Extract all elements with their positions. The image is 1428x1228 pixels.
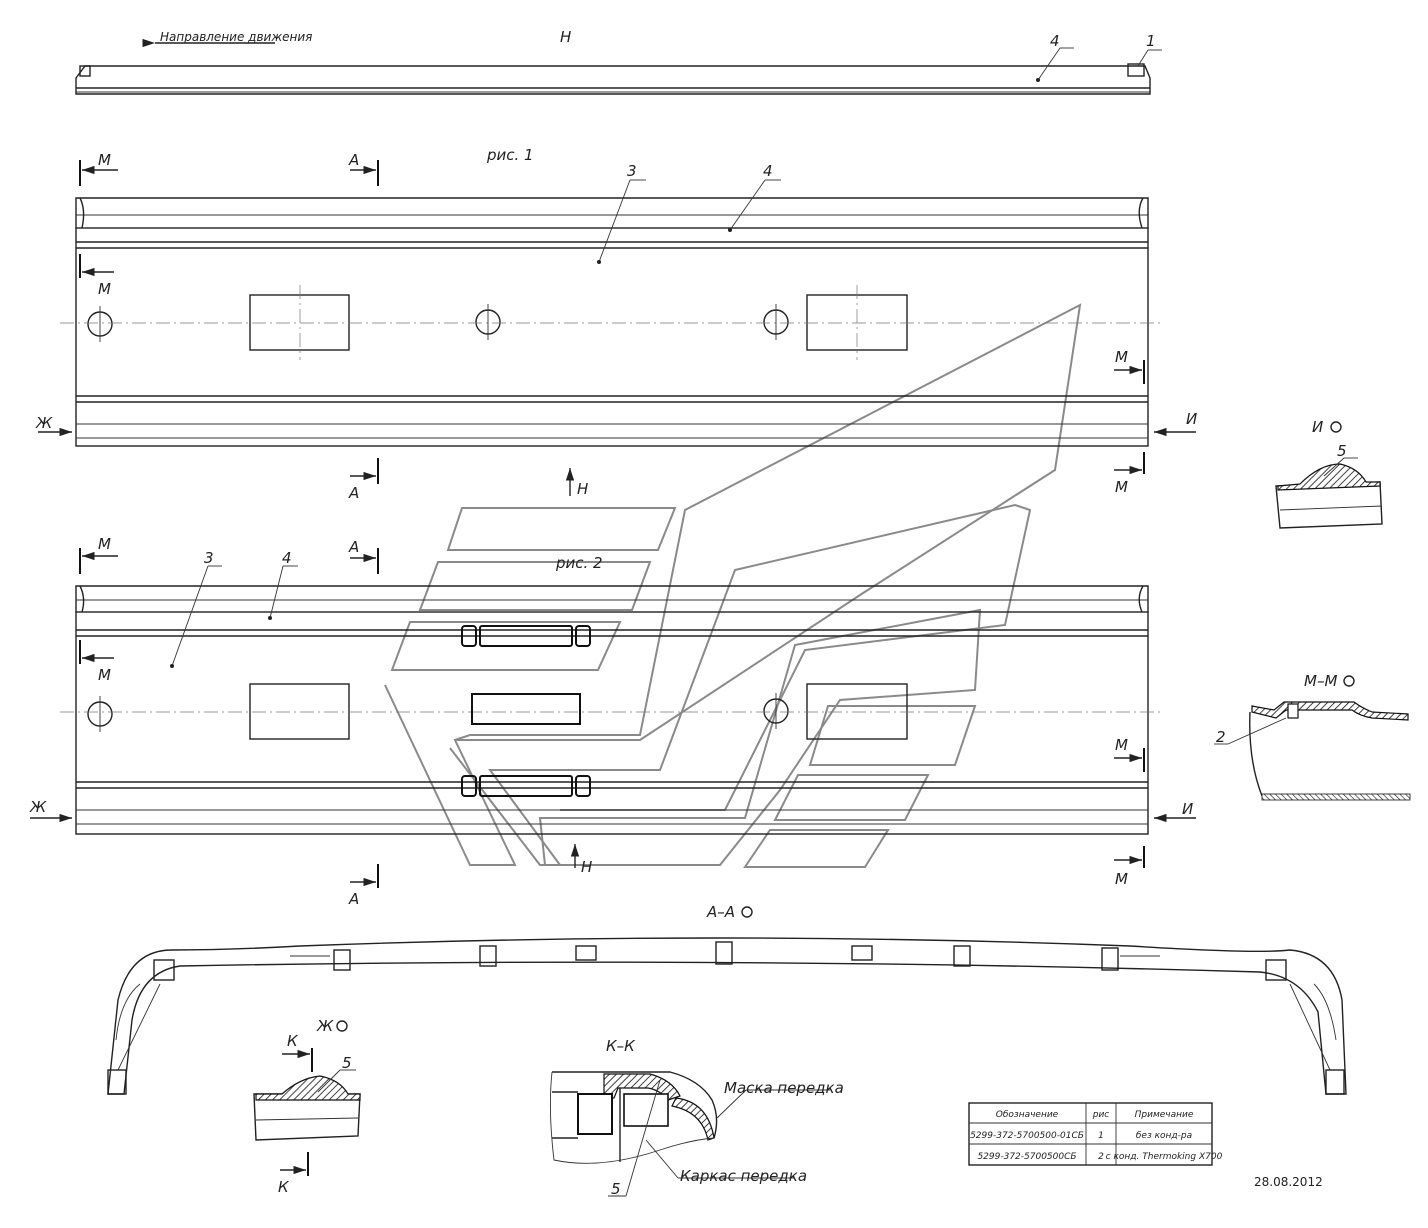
- pos-3-fig1: 3: [627, 162, 637, 180]
- aa-view-title: А–А: [706, 903, 735, 921]
- mark-k: К: [278, 1178, 290, 1196]
- mark-k: К: [287, 1032, 299, 1050]
- detail-zh: [253, 1020, 361, 1176]
- pos-4-fig1: 4: [763, 162, 773, 180]
- table-cell: 2: [1098, 1152, 1104, 1162]
- mark-m: М: [98, 151, 111, 169]
- fig1-label: рис. 1: [486, 146, 534, 164]
- detail-i: [1275, 421, 1383, 529]
- table-cell: 5299-372-5700500СБ: [977, 1152, 1076, 1162]
- mark-m: М: [1115, 736, 1128, 754]
- table-header-note: Примечание: [1135, 1110, 1194, 1120]
- text-labels: Направление движения Н 4 1 рис. 1 М А 3 …: [29, 28, 1347, 1198]
- spec-table-grid: [968, 1102, 1213, 1166]
- mark-m: М: [1115, 478, 1128, 496]
- mark-a: А: [348, 538, 359, 556]
- figure-1: [38, 160, 1196, 484]
- mark-m: М: [1115, 870, 1128, 888]
- pos-4-fig2: 4: [282, 549, 292, 567]
- table-cell: без конд-ра: [1136, 1131, 1192, 1141]
- table-cell: с конд. Thermoking X700: [1106, 1152, 1223, 1162]
- table-header-designation: Обозначение: [996, 1110, 1059, 1120]
- table-cell: 1: [1098, 1131, 1104, 1141]
- i-view-title: И: [1312, 418, 1323, 436]
- mark-a: А: [348, 484, 359, 502]
- pos-5-zh: 5: [342, 1054, 352, 1072]
- drawing-date: 28.08.2012: [1254, 1175, 1323, 1189]
- mark-i: И: [1186, 410, 1197, 428]
- view-h-label: Н: [560, 28, 571, 46]
- section-a-a: [107, 906, 1347, 1095]
- mark-n: Н: [577, 480, 588, 498]
- figure-2: [30, 468, 1196, 888]
- pos-4-top: 4: [1050, 32, 1060, 50]
- mm-view-title: М–М: [1304, 672, 1337, 690]
- frame-callout: Каркас передка: [680, 1167, 807, 1185]
- mark-m: М: [98, 666, 111, 684]
- mark-m: М: [98, 535, 111, 553]
- mark-n: Н: [581, 858, 592, 876]
- table-header-fig: рис: [1092, 1110, 1110, 1120]
- kk-view-title: К–К: [606, 1037, 636, 1055]
- mark-a: А: [348, 151, 359, 169]
- mark-i: И: [1182, 800, 1193, 818]
- pos-5-kk: 5: [611, 1180, 621, 1198]
- mark-m: М: [1115, 348, 1128, 366]
- pos-2: 2: [1216, 728, 1226, 746]
- pos-3-fig2: 3: [204, 549, 214, 567]
- pos-5-i: 5: [1337, 442, 1347, 460]
- mark-zh: Ж: [29, 798, 47, 816]
- pos-1-top: 1: [1146, 32, 1156, 50]
- table-cell: 5299-372-5700500-01СБ: [970, 1131, 1084, 1141]
- mark-m: М: [98, 280, 111, 298]
- mask-callout: Маска передка: [724, 1079, 844, 1097]
- section-m-m: [1214, 675, 1411, 801]
- direction-label: Направление движения: [160, 30, 312, 44]
- mark-zh: Ж: [35, 414, 53, 432]
- top-view: [75, 38, 1162, 95]
- fig2-label: рис. 2: [555, 554, 603, 572]
- section-k-k: [549, 1071, 830, 1197]
- zh-view-title: Ж: [316, 1017, 334, 1035]
- mark-a: А: [348, 890, 359, 908]
